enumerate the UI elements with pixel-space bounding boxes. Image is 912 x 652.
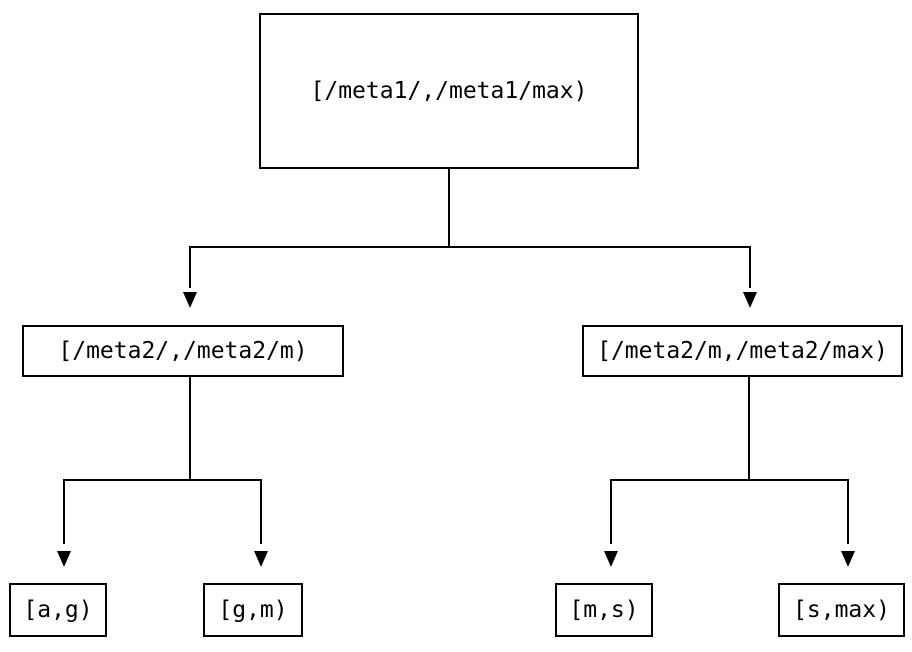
node-leaf-gm-label: [g,m) bbox=[218, 596, 288, 623]
arrowhead-down-icon bbox=[604, 551, 618, 567]
node-leaf-ms-label: [m,s) bbox=[569, 596, 639, 623]
node-leaf-smax: [s,max) bbox=[778, 583, 905, 637]
arrowhead-down-icon bbox=[743, 292, 757, 308]
node-root: [/meta1/,/meta1/max) bbox=[259, 13, 639, 169]
arrowhead-down-icon bbox=[183, 292, 197, 308]
arrowhead-down-icon bbox=[841, 551, 855, 567]
node-meta2-upper: [/meta2/m,/meta2/max) bbox=[582, 325, 903, 377]
node-meta2-lower: [/meta2/,/meta2/m) bbox=[22, 325, 344, 377]
node-leaf-ag: [a,g) bbox=[9, 583, 107, 637]
node-leaf-ms: [m,s) bbox=[555, 583, 653, 637]
node-leaf-ag-label: [a,g) bbox=[23, 596, 93, 623]
node-root-label: [/meta1/,/meta1/max) bbox=[310, 77, 588, 104]
arrowhead-down-icon bbox=[57, 551, 71, 567]
node-meta2-lower-label: [/meta2/,/meta2/m) bbox=[58, 337, 308, 364]
arrowhead-down-icon bbox=[254, 551, 268, 567]
node-leaf-smax-label: [s,max) bbox=[793, 596, 890, 623]
node-leaf-gm: [g,m) bbox=[203, 583, 303, 637]
node-meta2-upper-label: [/meta2/m,/meta2/max) bbox=[597, 337, 888, 364]
